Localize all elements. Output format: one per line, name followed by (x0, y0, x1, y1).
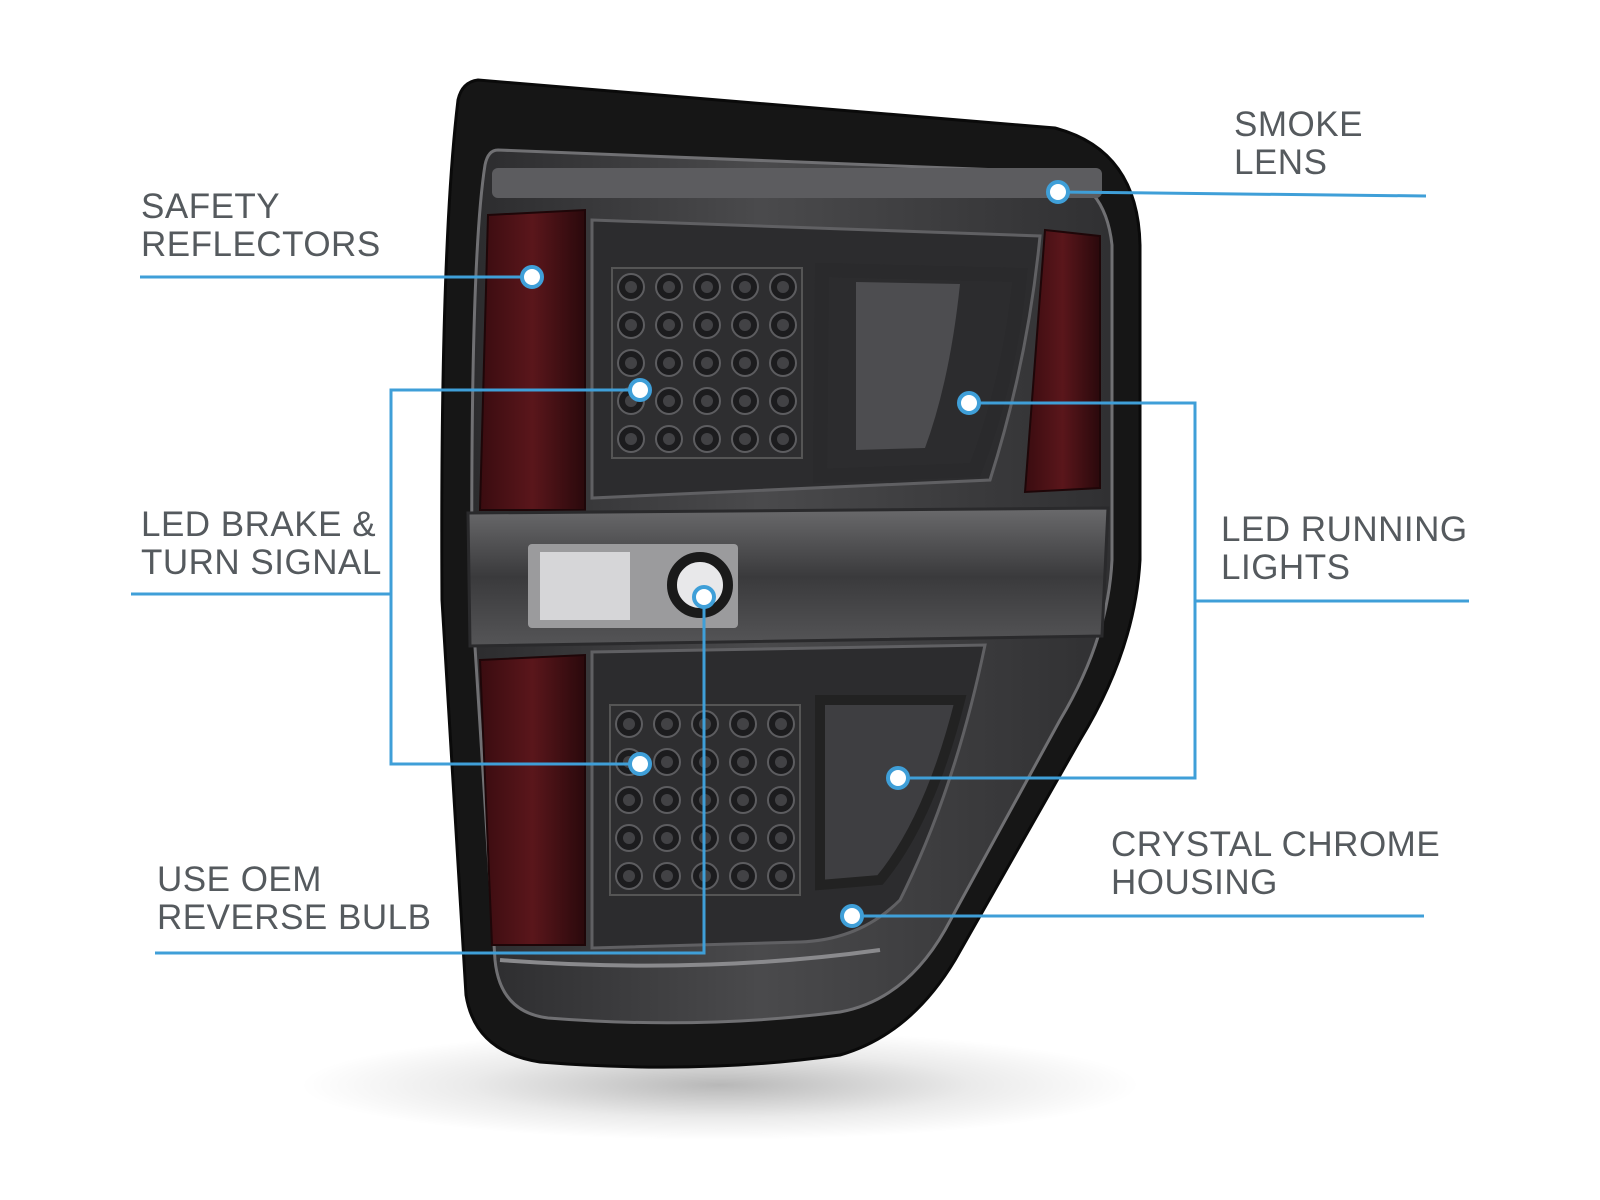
label-led-brake-line2: TURN SIGNAL (141, 543, 382, 582)
callout-dots (520, 180, 1070, 928)
safety-reflector-right (1023, 228, 1101, 494)
upper-led-array (611, 267, 803, 459)
dot-crystal-chrome (840, 904, 864, 928)
dot-safety-reflectors (520, 265, 544, 289)
upper-reflector-bowl (856, 282, 960, 450)
leader-smoke-lens (1057, 190, 1427, 198)
label-smoke-lens-line1: SMOKE (1234, 105, 1363, 144)
chrome-bottom-trim (499, 948, 881, 968)
label-smoke-lens: SMOKE LENS (1234, 106, 1363, 182)
dot-led-brake-upper (628, 378, 652, 402)
label-crystal-chrome-line2: HOUSING (1111, 863, 1278, 902)
leader-reverse-bulb (155, 597, 706, 955)
label-smoke-lens-line2: LENS (1234, 143, 1328, 182)
label-crystal-chrome-line1: CRYSTAL CHROME (1111, 825, 1441, 864)
label-led-brake: LED BRAKE & TURN SIGNAL (141, 506, 382, 582)
label-safety-reflectors-line2: REFLECTORS (141, 225, 381, 264)
upper-light-bar (812, 262, 1028, 484)
label-reverse-bulb-line2: REVERSE BULB (157, 898, 432, 937)
floor-shadow (300, 1030, 1140, 1140)
label-safety-reflectors-line1: SAFETY (141, 187, 281, 226)
label-led-running-line2: LIGHTS (1221, 548, 1351, 587)
top-trim-strip (492, 168, 1102, 198)
reverse-lamp-reflector (540, 552, 630, 620)
leader-led-brake (131, 388, 640, 596)
leader-led-running (898, 401, 1197, 780)
label-led-running-line1: LED RUNNING (1221, 510, 1468, 549)
tail-light-illustration (440, 78, 1142, 1069)
label-led-running: LED RUNNING LIGHTS (1221, 511, 1468, 587)
safety-reflector-upper (478, 208, 586, 511)
dot-led-brake-lower (628, 752, 652, 776)
dot-led-running-lower (886, 766, 910, 790)
dot-smoke-lens (1046, 180, 1070, 204)
label-reverse-bulb: USE OEM REVERSE BULB (157, 861, 431, 937)
label-safety-reflectors: SAFETY REFLECTORS (141, 188, 381, 264)
lower-light-bar (815, 695, 967, 891)
label-reverse-bulb-line1: USE OEM (157, 860, 322, 899)
dot-reverse-bulb (692, 585, 716, 609)
leader-lines (131, 190, 1469, 955)
label-crystal-chrome: CRYSTAL CHROME HOUSING (1111, 826, 1440, 902)
dot-led-running-upper (957, 391, 981, 415)
safety-reflector-lower (478, 653, 586, 946)
leader-led-brake-lower (389, 594, 640, 766)
label-led-brake-line1: LED BRAKE & (141, 505, 377, 544)
